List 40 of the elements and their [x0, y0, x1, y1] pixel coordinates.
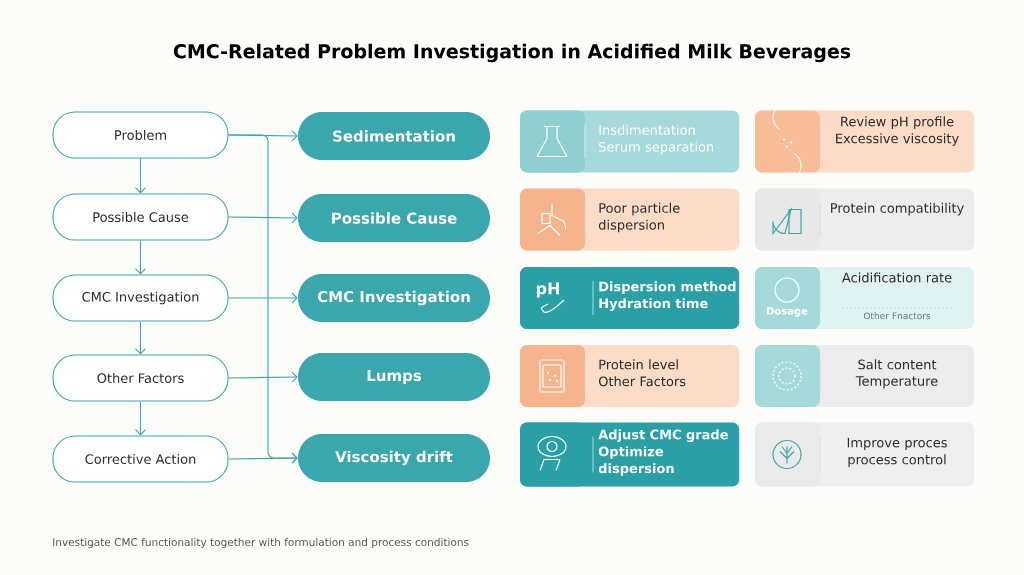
- step-pill: Problem: [52, 111, 229, 159]
- category-pill: Sedimentation: [298, 112, 490, 160]
- card-text: Acidification rate: [842, 272, 952, 283]
- card-text: Insdimentation: [599, 124, 695, 135]
- card-text: Excessive viscosity: [836, 133, 959, 146]
- arrow: [134, 321, 147, 355]
- card-text: Protein level: [599, 359, 678, 370]
- arrow: [134, 158, 147, 194]
- card-text: Optimize dispersion: [598, 446, 674, 476]
- card-text: Dispersion method: [599, 281, 736, 294]
- card-text: Adjust CMC grade: [598, 429, 728, 443]
- card-text: Review pH profile: [841, 116, 954, 129]
- card-text: Hydration time: [599, 298, 708, 311]
- arrow: [228, 452, 298, 464]
- card-text: Poor particle dispersion: [598, 202, 680, 233]
- category-pill: Possible Cause: [298, 194, 490, 242]
- icon-label: pH: [536, 282, 559, 298]
- card-text: Salt content: [858, 359, 937, 370]
- step-pill: Other Factors: [52, 354, 229, 402]
- category-pill: Viscosity drift: [298, 434, 490, 482]
- step-pill: Corrective Action: [52, 435, 229, 483]
- arrow: [228, 134, 298, 464]
- category-pill: Lumps: [298, 353, 490, 401]
- arrow: [228, 212, 298, 224]
- step-pill: Possible Cause: [52, 193, 229, 241]
- category-pill: CMC Investigation: [298, 274, 490, 322]
- card-text: Other Factors: [598, 376, 686, 387]
- caption: Investigate CMC functionality together with formulation and process conditions: [53, 537, 469, 549]
- title: CMC-Related Problem Investigation in Acidified Milk Beverages: [173, 43, 851, 63]
- step-pill: CMC Investigation: [52, 274, 229, 322]
- card-text: Temperature: [855, 376, 938, 389]
- arrow: [228, 371, 298, 383]
- arrow: [228, 292, 298, 304]
- icon-label: Dosage: [767, 307, 808, 317]
- card-text: Protein compatibility: [831, 202, 964, 216]
- card-text: Improve proces process control: [847, 437, 947, 467]
- card-text: Other Fnactors: [863, 312, 931, 320]
- arrow: [134, 401, 147, 436]
- arrow: [134, 240, 147, 275]
- card-text: Serum separation: [599, 141, 714, 155]
